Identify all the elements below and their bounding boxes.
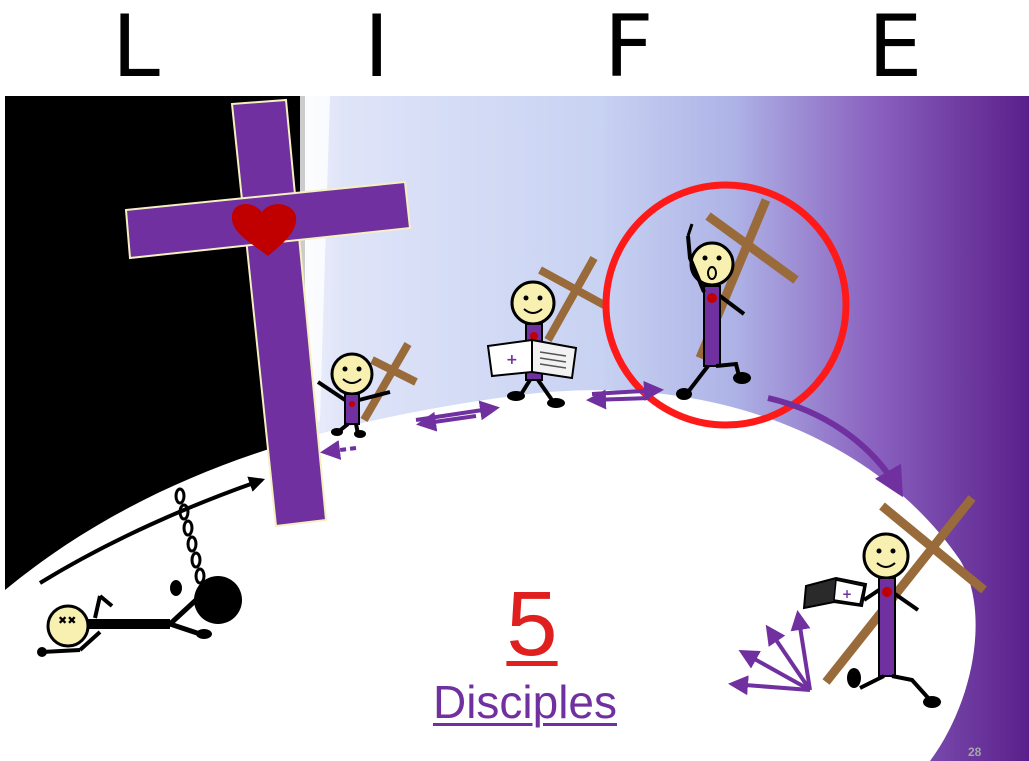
child-figure-with-cross xyxy=(316,341,418,438)
title-letter-i: I xyxy=(364,0,390,97)
iron-ball-icon xyxy=(194,576,242,624)
stage-number: 5 xyxy=(506,573,558,675)
title-letter-e: E xyxy=(868,0,923,97)
reading-figure-with-bible: + xyxy=(486,256,608,408)
progress-arrows xyxy=(320,380,904,498)
chain-icon xyxy=(174,487,206,585)
red-circle-highlight xyxy=(602,181,850,429)
heart-icon xyxy=(231,204,297,256)
highlighted-figure-speaking xyxy=(602,181,850,429)
black-path-arrow xyxy=(38,476,266,585)
main-cross xyxy=(124,98,412,528)
svg-text:✖✖: ✖✖ xyxy=(58,614,76,627)
fallen-figure-chained: ✖✖ xyxy=(37,487,242,657)
open-bible-icon: + xyxy=(486,338,578,380)
closed-bible-icon: + xyxy=(802,576,868,610)
svg-text:+: + xyxy=(506,352,518,368)
multiplying-arrows xyxy=(728,610,812,696)
slide-number: 28 xyxy=(968,745,982,759)
title-letter-l: L xyxy=(112,0,160,97)
stage-label: Disciples xyxy=(432,676,618,728)
title-letter-f: F xyxy=(604,0,654,97)
disciple-figure-carrying-cross: + xyxy=(802,495,987,708)
svg-text:+: + xyxy=(842,587,852,601)
